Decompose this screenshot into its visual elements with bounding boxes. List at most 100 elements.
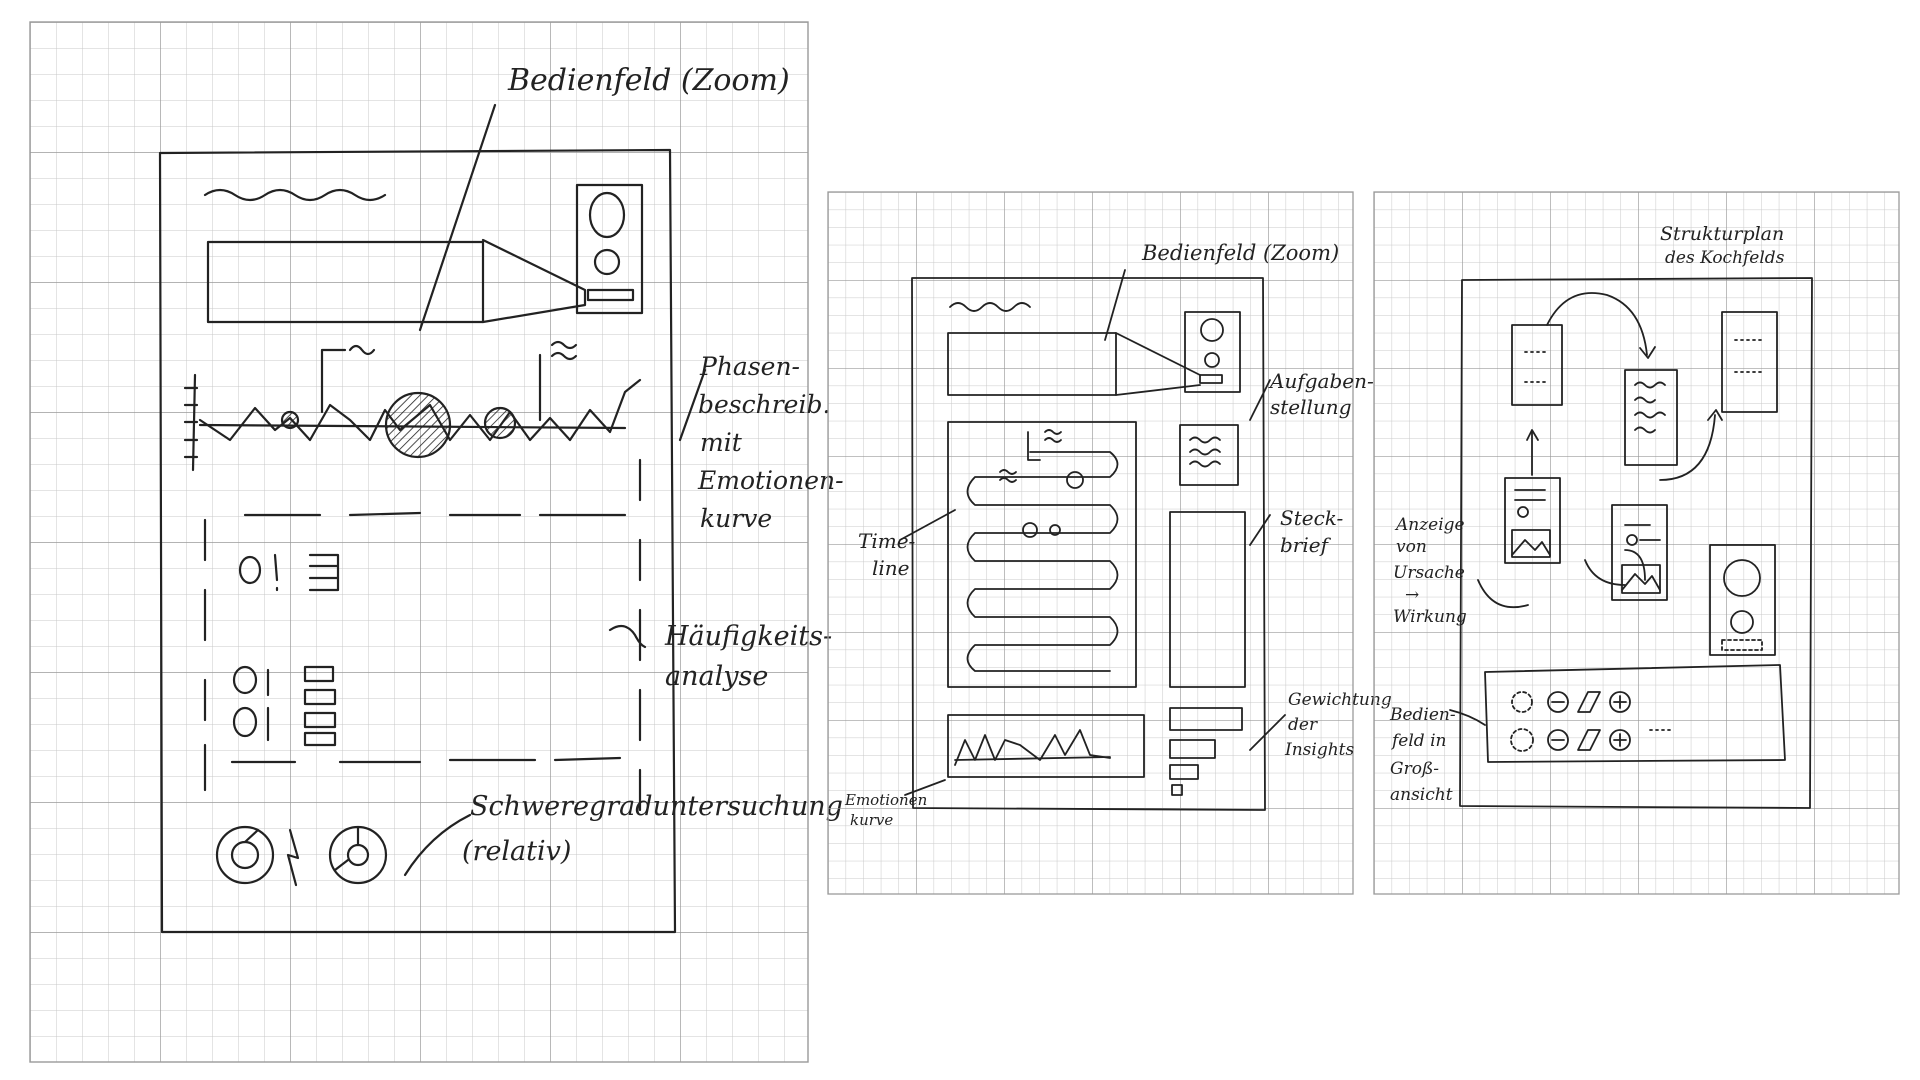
severity-gauge-1 bbox=[215, 825, 275, 885]
section-divider-2 bbox=[230, 756, 622, 764]
label-task-1: Aufgaben- bbox=[1268, 369, 1374, 393]
large-control-panel bbox=[1484, 664, 1786, 763]
slider-handle-icon bbox=[1577, 691, 1601, 713]
timeline-label-pointer bbox=[899, 509, 956, 541]
frequency-icon bbox=[238, 555, 262, 585]
phase-label-pointer bbox=[678, 368, 707, 442]
title-squiggle bbox=[949, 302, 1031, 312]
screen-frame bbox=[911, 277, 1266, 811]
plan-node bbox=[1721, 311, 1778, 413]
minus-button-icon bbox=[1547, 729, 1569, 751]
screen-frame bbox=[1459, 277, 1813, 809]
insight-weight-bar bbox=[1169, 739, 1216, 759]
label-plan-2: des Kochfelds bbox=[1665, 248, 1785, 268]
curve-ticks bbox=[183, 386, 199, 459]
label-frequency-2: analyse bbox=[665, 661, 768, 692]
plan-arrowhead bbox=[1526, 429, 1539, 441]
label-phase-2: beschreib. bbox=[698, 390, 830, 419]
plan-node-dot bbox=[1517, 506, 1529, 518]
control-slot bbox=[1511, 691, 1533, 713]
label-frequency-1: Häufigkeits- bbox=[664, 621, 832, 652]
section-divider bbox=[243, 511, 627, 517]
plus-button-icon bbox=[1609, 691, 1631, 713]
label-weight-3: Insights bbox=[1284, 740, 1354, 760]
plan-node-image bbox=[1504, 477, 1561, 564]
label-phase-1: Phasen- bbox=[699, 352, 800, 381]
label-zoom-panel: Bedienfeld (Zoom) bbox=[1141, 241, 1339, 265]
label-panel-1: Bedien- bbox=[1389, 705, 1456, 725]
frequency-label-pointer bbox=[608, 624, 647, 649]
zoom-indicator bbox=[1721, 639, 1763, 651]
plan-arrow bbox=[1584, 559, 1626, 586]
curve-baseline bbox=[954, 756, 1111, 761]
plan-node-text bbox=[1514, 489, 1546, 501]
zoom-projection bbox=[481, 238, 587, 324]
task-box bbox=[1179, 424, 1239, 486]
zoom-knob-large bbox=[1200, 318, 1224, 342]
severity-label-pointer bbox=[403, 813, 472, 877]
label-emotion-1: Emotionen bbox=[844, 791, 927, 809]
plan-node-text bbox=[1634, 381, 1666, 434]
zoom-label-pointer bbox=[418, 103, 497, 332]
zoom-controller bbox=[1184, 311, 1241, 393]
timeline-note bbox=[999, 469, 1017, 483]
insight-weight-bar bbox=[1169, 707, 1243, 731]
plan-arrowhead bbox=[1639, 346, 1656, 359]
label-cause-5: Wirkung bbox=[1393, 607, 1467, 627]
weight-label-pointer bbox=[1249, 714, 1286, 751]
insight-weight-bar bbox=[1169, 764, 1199, 780]
zoom-indicator bbox=[586, 288, 635, 302]
plan-arrow bbox=[1546, 292, 1648, 356]
zoom-knob-large bbox=[1723, 559, 1761, 597]
label-phase-5: kurve bbox=[700, 504, 772, 533]
label-severity-2: (relativ) bbox=[462, 836, 571, 867]
timeline-point bbox=[1049, 524, 1061, 536]
zoom-panel bbox=[206, 240, 485, 324]
sad-face-icon bbox=[1066, 471, 1084, 489]
label-profile-1: Steck- bbox=[1280, 506, 1344, 530]
right-sketch-sheet: Strukturplan des Kochfelds Anzeige von U… bbox=[1373, 191, 1900, 895]
image-placeholder-mountain bbox=[1621, 573, 1661, 591]
slider-handle-icon bbox=[1577, 729, 1601, 751]
label-cause-1: Anzeige bbox=[1394, 515, 1465, 535]
zoom-knob-small bbox=[593, 248, 621, 276]
zoom-knob-small bbox=[1730, 610, 1754, 634]
label-severity-1: Schweregraduntersuchung bbox=[470, 791, 843, 822]
timeline-box bbox=[947, 421, 1137, 688]
control-slot bbox=[1510, 728, 1534, 752]
panel-label-pointer bbox=[1449, 709, 1486, 726]
profile-label-pointer bbox=[1249, 514, 1271, 546]
label-plan-1: Strukturplan bbox=[1660, 223, 1784, 245]
zoom-controller bbox=[575, 183, 644, 315]
insight-marker-large bbox=[384, 391, 452, 459]
plan-node bbox=[1511, 324, 1563, 406]
insight-marker-small bbox=[280, 410, 300, 430]
frequency-exclaim bbox=[273, 553, 279, 592]
plan-node-text bbox=[1734, 339, 1766, 373]
plus-button-icon bbox=[1609, 729, 1631, 751]
emotion-curve-box bbox=[947, 714, 1145, 778]
zoom-controller bbox=[1709, 544, 1776, 656]
grid-paper-major bbox=[29, 21, 809, 1063]
plan-arrowhead bbox=[1707, 409, 1723, 421]
image-placeholder-mountain bbox=[1511, 539, 1551, 556]
task-label-pointer bbox=[1249, 379, 1271, 421]
label-timeline-1: Time- bbox=[858, 529, 916, 553]
label-weight-2: der bbox=[1288, 715, 1318, 735]
label-panel-4: ansicht bbox=[1390, 785, 1453, 805]
insight-weight-bar bbox=[1171, 784, 1183, 796]
zoom-panel bbox=[947, 332, 1117, 396]
plan-node-image bbox=[1611, 504, 1668, 601]
plus-sign bbox=[1613, 695, 1627, 709]
frequency-bars bbox=[308, 553, 340, 592]
label-task-2: stellung bbox=[1270, 395, 1352, 419]
frequency-bar bbox=[303, 731, 337, 747]
task-text bbox=[1189, 436, 1221, 468]
plan-arrow bbox=[1624, 549, 1646, 581]
severity-needle bbox=[243, 828, 260, 844]
insight-marker-medium bbox=[483, 406, 517, 440]
label-emotion-2: kurve bbox=[850, 811, 893, 829]
screen-frame bbox=[158, 148, 677, 934]
frequency-bar bbox=[303, 688, 337, 706]
